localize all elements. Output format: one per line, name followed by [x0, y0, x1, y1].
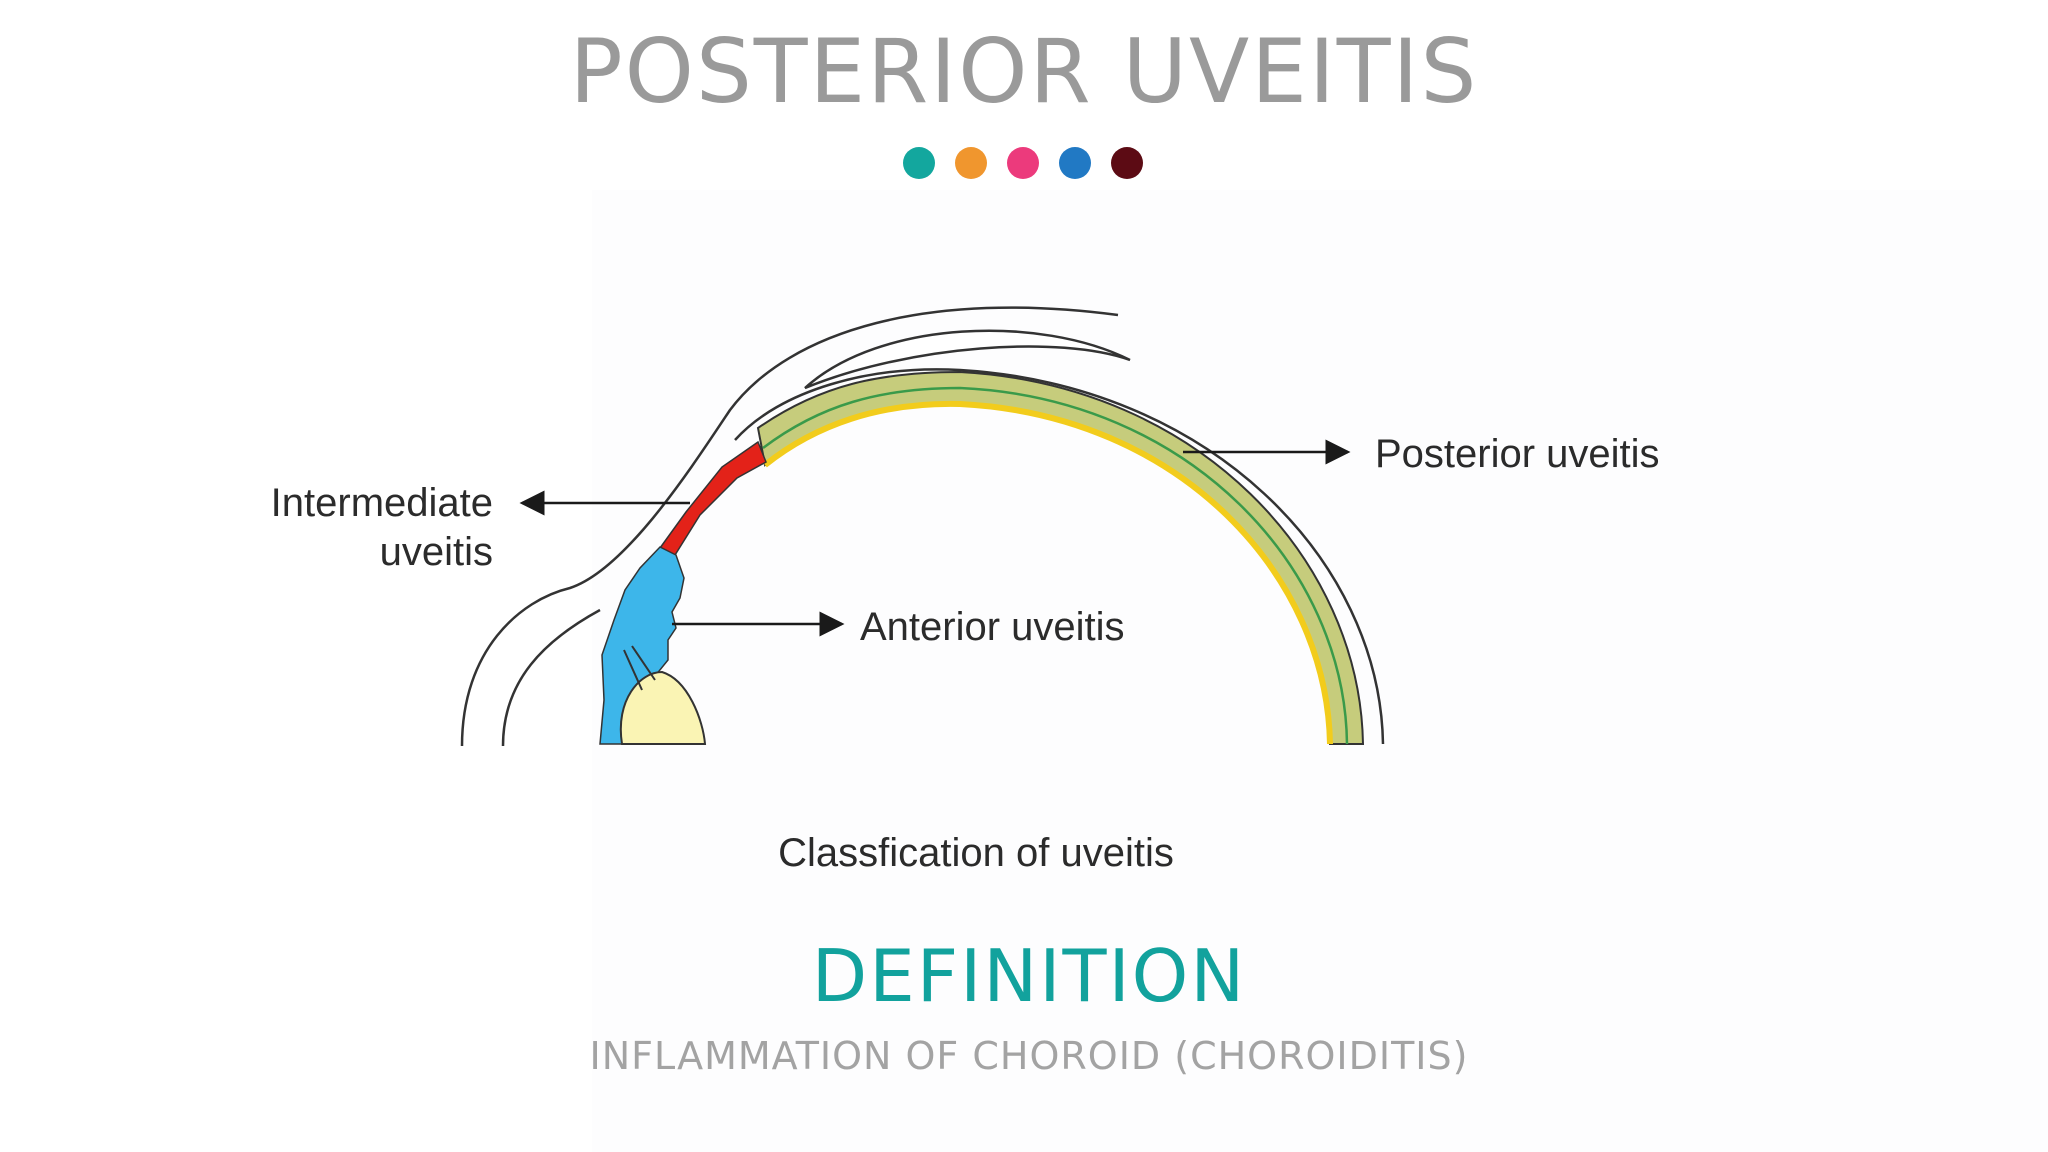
label-posterior-uveitis: Posterior uveitis	[1375, 432, 1660, 476]
dot-maroon	[1111, 147, 1143, 179]
label-intermediate-line2: uveitis	[380, 530, 493, 574]
definition-text: INFLAMMATION OF CHOROID (CHOROIDITIS)	[589, 1034, 1469, 1078]
posterior-band	[756, 370, 1365, 745]
posterior-band-inner-line	[762, 386, 1349, 745]
sclera-outline	[734, 368, 1385, 745]
dot-teal	[903, 147, 935, 179]
inner-outline	[501, 608, 601, 747]
dot-blue	[1059, 147, 1091, 179]
diagram-caption: Classfication of uveitis	[778, 831, 1174, 875]
intermediate-segment	[658, 440, 767, 556]
eyelid-fold	[804, 329, 1131, 390]
posterior-band-edge	[763, 400, 1333, 745]
label-intermediate-line1: Intermediate	[271, 481, 493, 525]
dot-orange	[955, 147, 987, 179]
label-anterior-uveitis: Anterior uveitis	[860, 605, 1125, 649]
dot-pink	[1007, 147, 1039, 179]
zonule	[623, 645, 656, 691]
slide-title: POSTERIOR UVEITIS	[569, 20, 1479, 123]
outer-outline	[460, 306, 1119, 747]
definition-heading: DEFINITION	[811, 934, 1247, 1018]
color-dots	[903, 147, 1143, 179]
